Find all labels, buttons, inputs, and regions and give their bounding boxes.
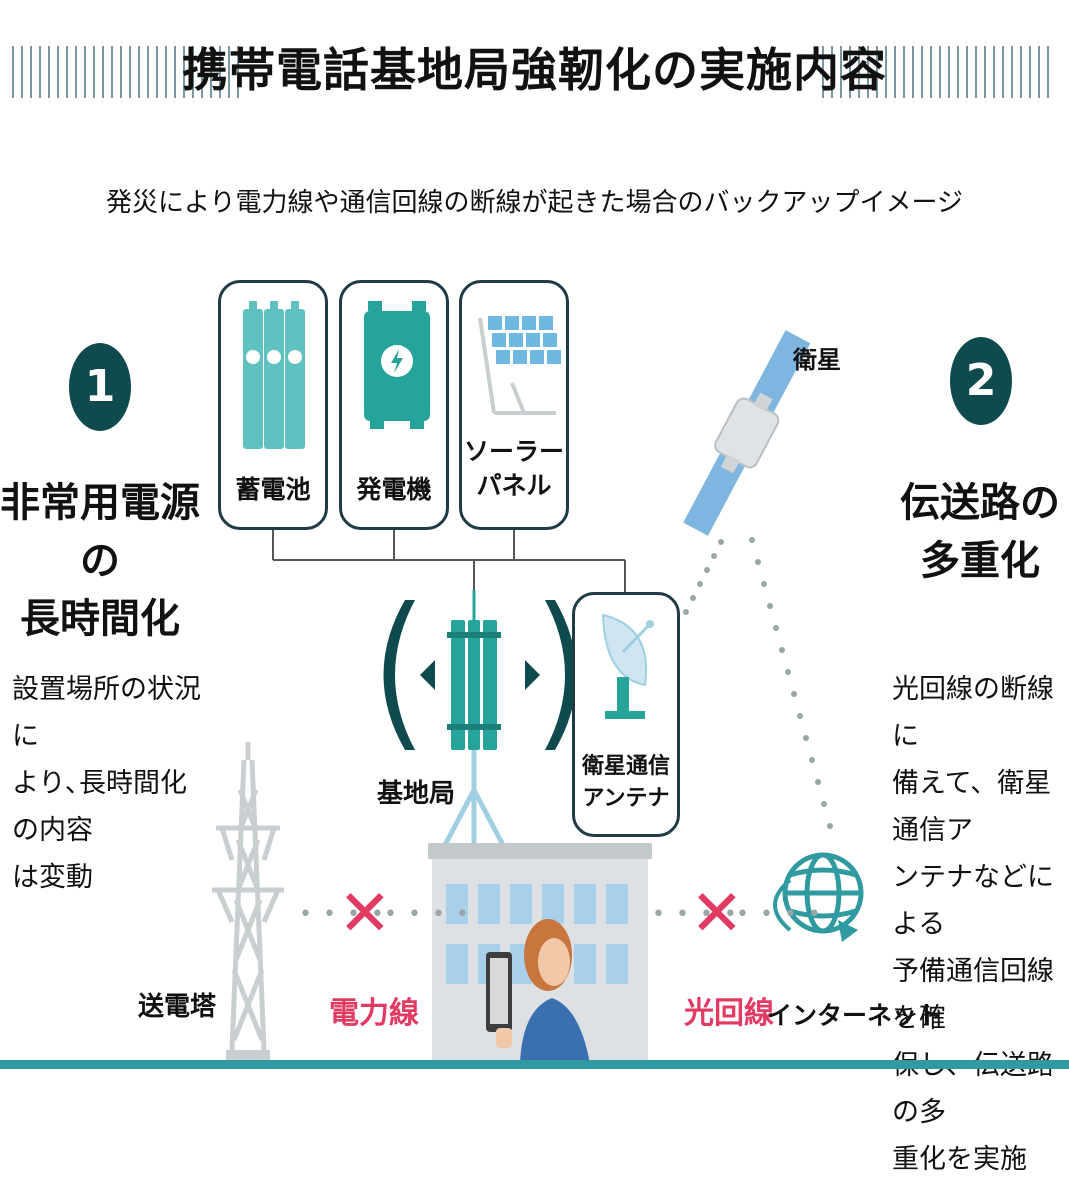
satellite-antenna-label: 衛星通信 アンテナ [575,751,677,815]
generator-label: 発電機 [356,475,432,504]
power-line-cut-icon: ✕ [338,877,392,951]
battery-icon [243,301,305,449]
section1-heading: 非常用電源の 長時間化 [0,474,200,648]
tower-base [226,1050,270,1060]
section2-number-badge: 2 [950,337,1012,425]
battery-label: 蓄電池 [235,475,311,504]
connector-lines [272,530,626,614]
section1-body-line: 設置場所の状況に [12,674,201,752]
fiber-line-dots-right: • • • • [736,902,823,927]
generator-card: 発電機 [339,280,449,530]
solar-panel-card: ソーラー パネル [459,280,569,530]
section1-heading-line1: 非常用電源の [0,480,200,584]
satellite-antenna-label-line2: アンテナ [582,786,670,811]
section2-body-line: 予備通信回線を確 [892,956,1054,1034]
solar-panel-label-line1: ソーラー [463,437,564,466]
diagram-graphics [0,327,1069,1069]
transmission-tower-icon [212,742,284,1051]
section2-body-line: 光回線の断線に [892,674,1054,752]
fiber-line-label: 光回線 [684,996,774,1031]
bottom-bar [0,1060,1069,1069]
antenna-icon [442,590,506,847]
satellite-antenna-card: 衛星通信 アンテナ [572,592,680,837]
globe-icon [773,852,864,942]
section2-body-line: 重化を実施 [892,1144,1027,1175]
fiber-line-cut-icon: ✕ [690,877,744,951]
satellite-link-dots [683,537,833,829]
battery-card: 蓄電池 [218,280,328,530]
satellite-label: 衛星 [793,346,841,374]
title-hatch-right [822,46,1056,98]
satellite-icon [680,327,813,539]
power-line-label: 電力線 [329,996,419,1031]
section2-heading-line2: 多重化 [920,538,1040,584]
tower-label: 送電塔 [138,992,217,1022]
generator-icon [364,301,430,429]
section1-body: 設置場所の状況に より､長時間化の内容 は変動 [12,666,212,901]
solar-panel-icon [478,316,561,415]
section1-heading-line2: 長時間化 [20,596,180,642]
section1-body-line: は変動 [12,862,93,893]
person-icon [486,919,590,1064]
satellite-antenna-label-line1: 衛星通信 [581,754,670,779]
section2-body-line: ンテナなどによる [892,862,1054,940]
section2-body-line: 備えて、衛星通信ア [892,768,1052,846]
fiber-line-dots-left: • • • • [652,902,739,927]
solar-panel-label-line2: パネル [476,471,552,500]
power-line-dots-right: • • • • [384,902,471,927]
section1-body-line: より､長時間化の内容 [12,768,187,846]
signal-waves [383,600,577,750]
section2-heading-line1: 伝送路の [900,480,1060,526]
page-title: 携帯電話基地局強靭化の実施内容 [182,43,887,97]
internet-label: インターネット [767,1001,943,1030]
section2-heading: 伝送路の 多重化 [880,474,1069,590]
satellite-dish-icon [601,613,654,719]
page-subtitle: 発災により電力線や通信回線の断線が起きた場合のバックアップイメージ [106,188,963,218]
section1-number-badge: 1 [69,343,131,431]
base-station-label: 基地局 [377,779,456,809]
power-line-dots-left: • • • • [299,902,386,927]
title-hatch-left [12,46,240,98]
solar-panel-label: ソーラー パネル [462,435,566,503]
